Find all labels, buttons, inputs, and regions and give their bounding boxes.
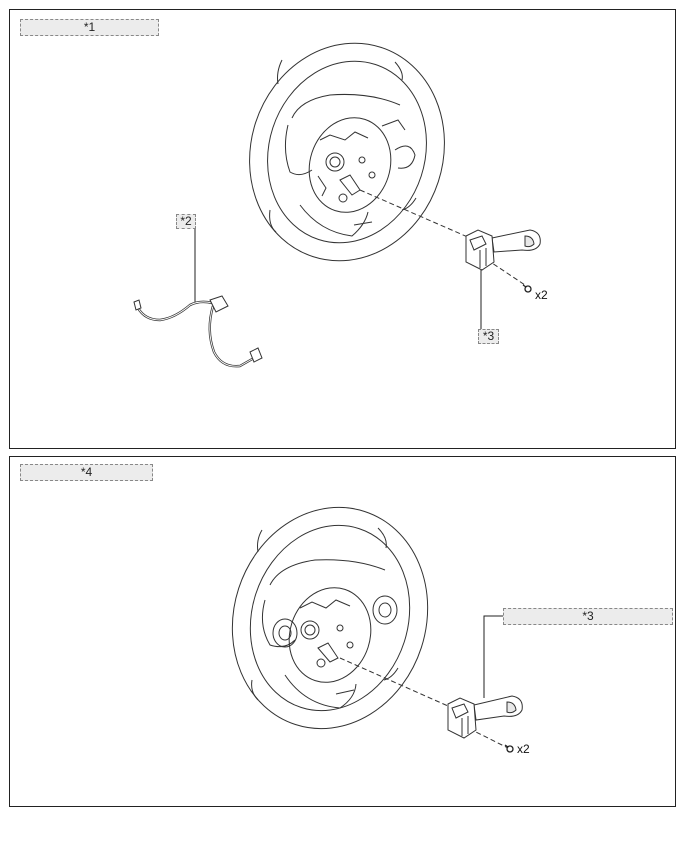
assembly-line <box>339 657 449 707</box>
combination-switch-icon <box>465 229 541 271</box>
panel-label-4: *4 <box>20 464 153 481</box>
steering-wheel-icon <box>231 506 429 730</box>
quantity-label-2: x2 <box>517 742 530 756</box>
leader-line <box>483 615 503 698</box>
screw-icon <box>504 744 514 753</box>
callout-switch: *3 <box>478 329 499 344</box>
screw-icon <box>522 284 532 293</box>
callout-switch-2: *3 <box>503 608 673 625</box>
panel-top <box>9 9 676 449</box>
panel-label-1: *1 <box>20 19 159 36</box>
quantity-label: x2 <box>535 288 548 302</box>
connector-icon <box>133 295 263 363</box>
callout-harness: *2 <box>176 214 196 229</box>
assembly-line <box>359 189 471 239</box>
panel-bottom <box>9 456 676 807</box>
steering-wheel-icon <box>249 42 445 262</box>
combination-switch-icon <box>447 695 523 739</box>
